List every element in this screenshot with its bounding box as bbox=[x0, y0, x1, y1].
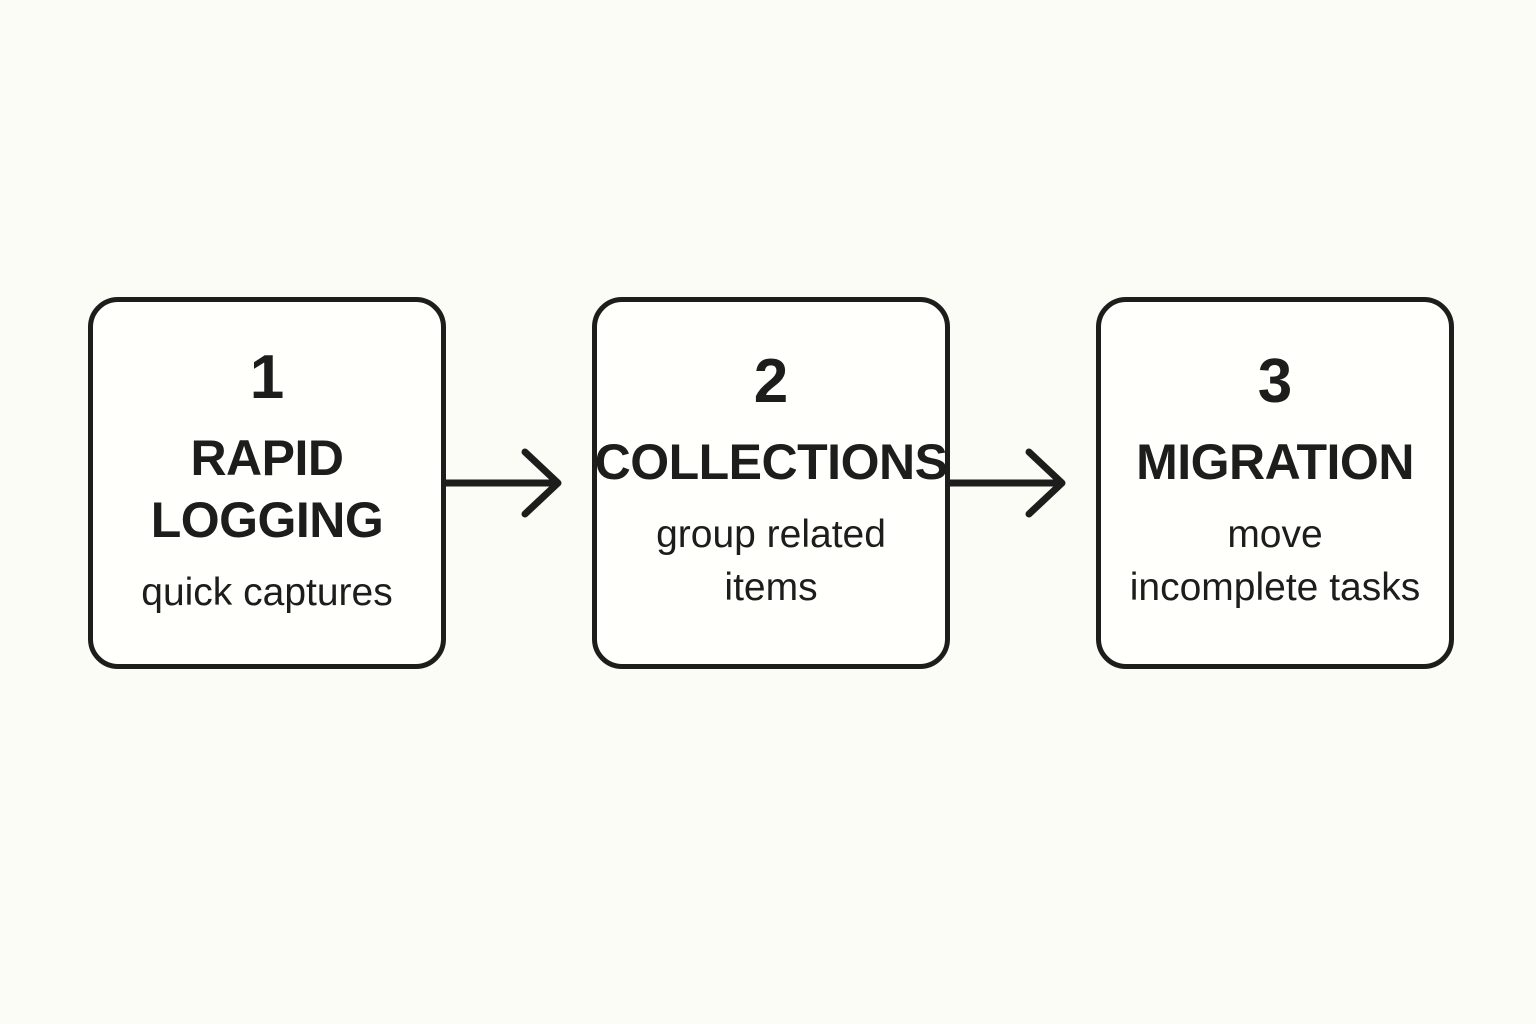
step-card-collections: 2 COLLECTIONS group related items bbox=[592, 297, 950, 669]
connector-2 bbox=[950, 297, 1096, 669]
step-subtitle: move incomplete tasks bbox=[1129, 513, 1421, 609]
three-step-flow-diagram: 1 RAPID LOGGING quick captures 2 COLLECT… bbox=[88, 297, 1454, 669]
arrow-right-icon bbox=[446, 448, 562, 518]
arrow-right-icon bbox=[950, 448, 1066, 518]
step-title: MIGRATION bbox=[1136, 434, 1414, 491]
step-number: 1 bbox=[249, 342, 285, 412]
step-card-migration: 3 MIGRATION move incomplete tasks bbox=[1096, 297, 1454, 669]
step-card-rapid-logging: 1 RAPID LOGGING quick captures bbox=[88, 297, 446, 669]
step-title: COLLECTIONS bbox=[594, 434, 948, 491]
step-number: 3 bbox=[1257, 347, 1293, 417]
step-subtitle: quick captures bbox=[141, 570, 393, 614]
connector-1 bbox=[446, 297, 592, 669]
step-number: 2 bbox=[753, 347, 789, 417]
step-title: RAPID LOGGING bbox=[150, 429, 384, 548]
step-subtitle: group related items bbox=[656, 513, 886, 609]
